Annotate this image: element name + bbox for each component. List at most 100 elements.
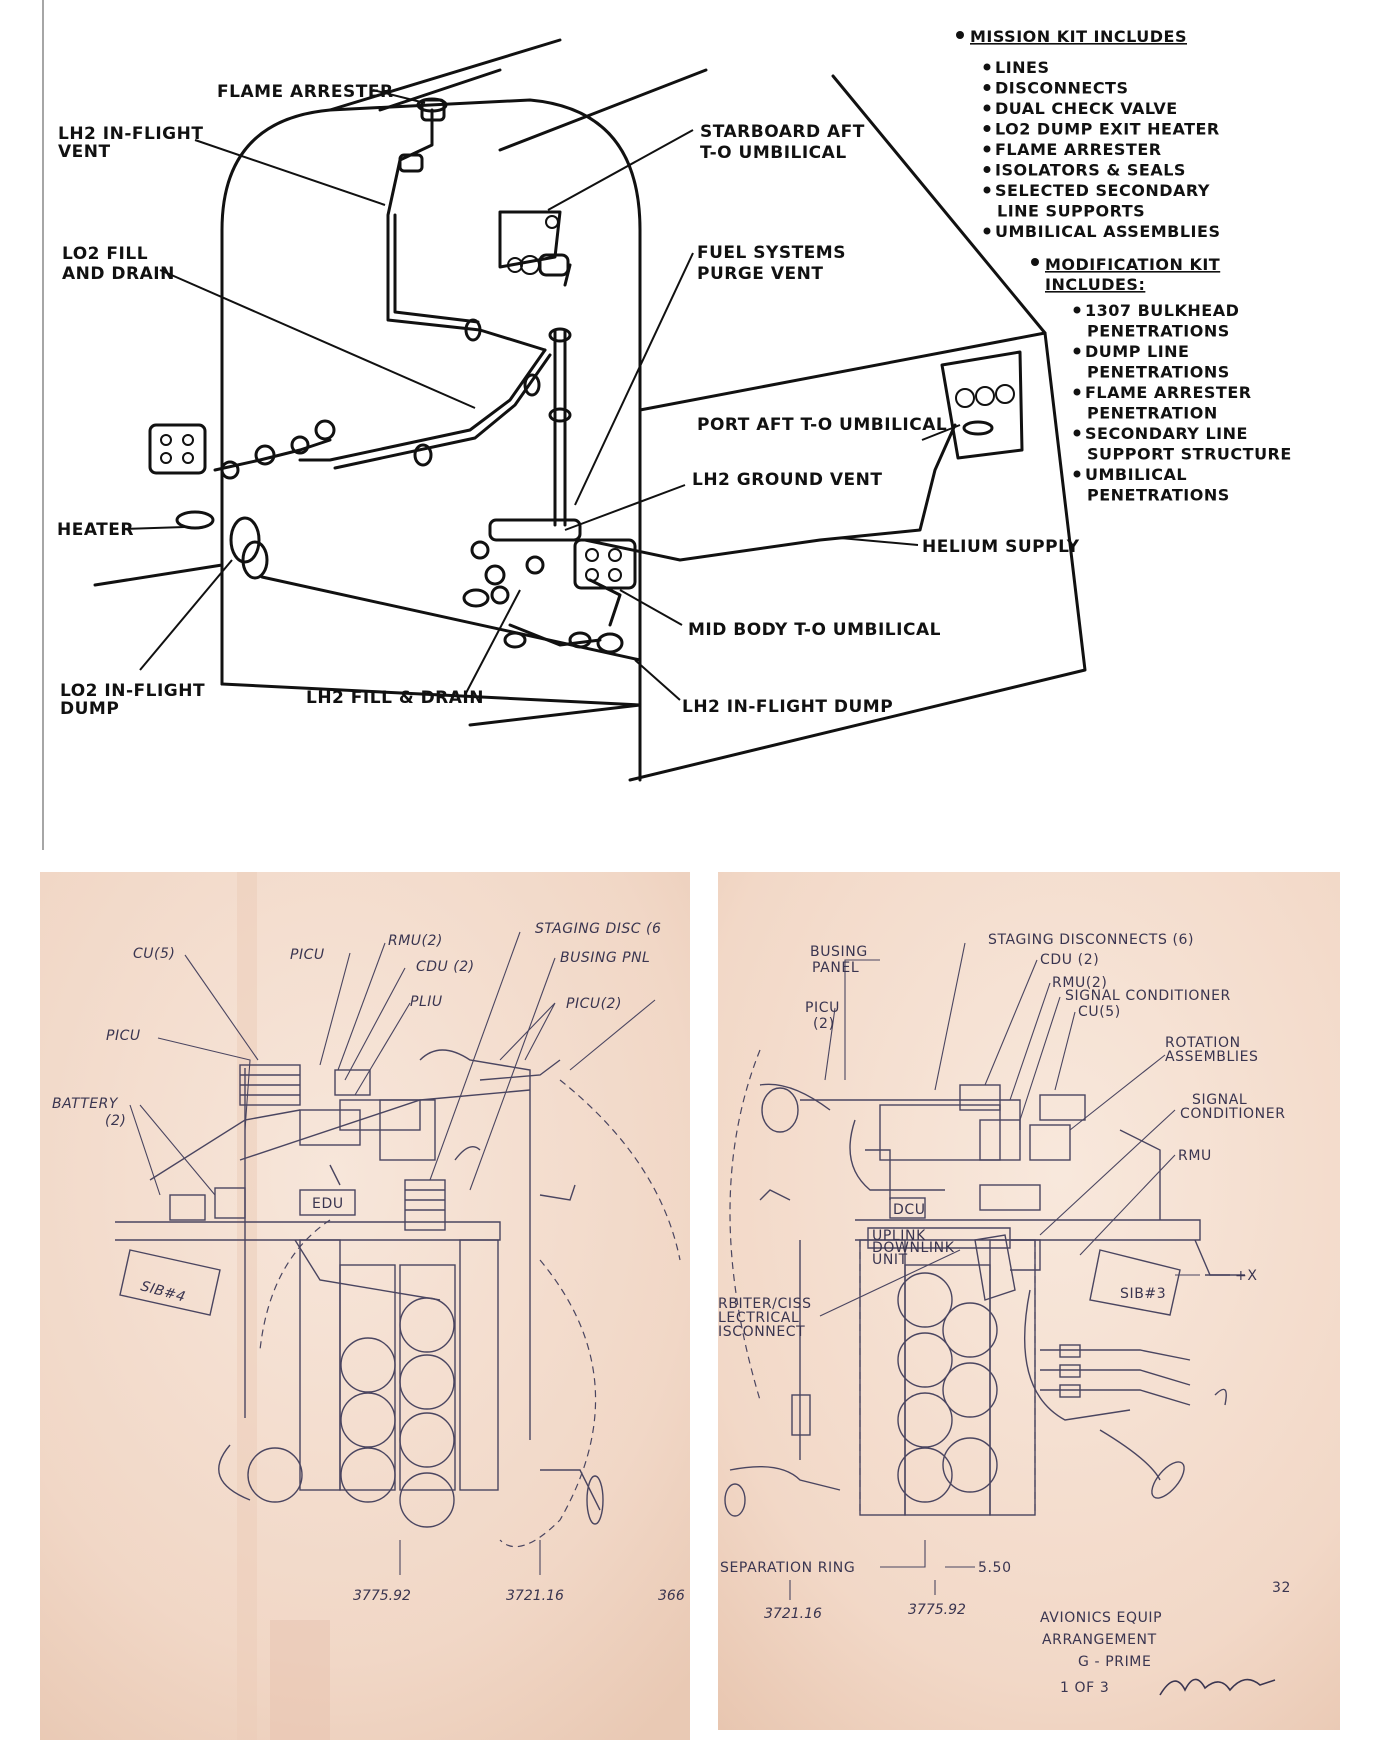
kit-list-item: UMBILICAL bbox=[1085, 465, 1187, 484]
bullet-icon bbox=[983, 104, 991, 112]
label-lo2-fill: LO2 FILL bbox=[62, 244, 148, 264]
left-leaders bbox=[129, 931, 656, 1196]
leader-lines bbox=[122, 89, 961, 701]
kit-list-item: PENETRATIONS bbox=[1087, 486, 1230, 505]
kit-list-item: PENETRATION bbox=[1087, 404, 1218, 423]
separation-ring-label: SEPARATION RING bbox=[720, 1560, 855, 1576]
title-g-prime: G - PRIME bbox=[1078, 1654, 1151, 1670]
plus-x-label: +X bbox=[1235, 1268, 1258, 1284]
kit-list-item: LINES bbox=[995, 58, 1050, 77]
label-purge-vent: PURGE VENT bbox=[697, 264, 823, 284]
dim-3721-left: 3721.16 bbox=[506, 1588, 564, 1604]
bullet-icon bbox=[1073, 429, 1081, 437]
bullet-icon bbox=[983, 125, 991, 132]
label-lh2-fill-drain: LH2 FILL & DRAIN bbox=[306, 688, 484, 708]
cdu-right-label: CDU (2) bbox=[1040, 952, 1099, 968]
mission-kit-title: MISSION KIT INCLUDES bbox=[970, 27, 1187, 46]
modification-kit-title: MODIFICATION KIT bbox=[1045, 255, 1220, 274]
picu-right-count: (2) bbox=[813, 1016, 835, 1032]
fittings bbox=[148, 97, 1024, 654]
modification-kit-list: MODIFICATION KIT INCLUDES: 1307 BULKHEAD… bbox=[1031, 255, 1291, 505]
sheet-label: 1 OF 3 bbox=[1060, 1680, 1109, 1696]
signature bbox=[1159, 1678, 1276, 1696]
signal-conditioner-label: SIGNAL CONDITIONER bbox=[1065, 988, 1231, 1004]
plumbing-lines bbox=[298, 108, 957, 647]
picu-top-label: PICU bbox=[290, 947, 325, 963]
bullet-icon bbox=[1031, 258, 1039, 266]
rotation-label: ROTATION bbox=[1165, 1035, 1241, 1051]
label-starboard-umbilical: STARBOARD AFT bbox=[700, 122, 865, 142]
scan-paper-left bbox=[40, 872, 690, 1740]
busing-panel-label-2: PANEL bbox=[812, 960, 859, 976]
kit-list-item: LINE SUPPORTS bbox=[997, 202, 1145, 221]
staging-disconnects-label: STAGING DISCONNECTS (6) bbox=[988, 932, 1194, 948]
battery-count-label: (2) bbox=[105, 1113, 126, 1129]
label-flame-arrester: FLAME ARRESTER bbox=[217, 82, 394, 102]
busing-panel-label: BUSING bbox=[810, 944, 868, 960]
label-starboard-umbilical-2: T-O UMBILICAL bbox=[700, 143, 847, 163]
bullet-icon bbox=[983, 227, 991, 235]
umbilical-plate-left bbox=[148, 423, 207, 475]
label-fuel-systems: FUEL SYSTEMS bbox=[697, 243, 846, 263]
kit-list-item: SELECTED SECONDARY bbox=[995, 181, 1210, 200]
bullet-icon bbox=[983, 166, 991, 173]
title-avionics-equip: AVIONICS EQUIP bbox=[1040, 1610, 1162, 1626]
dim-3775-left: 3775.92 bbox=[353, 1588, 411, 1604]
title-arrangement: ARRANGEMENT bbox=[1042, 1632, 1157, 1648]
mission-kit-list: MISSION KIT INCLUDES LINESDISCONNECTSDUA… bbox=[956, 27, 1220, 241]
rmu-label: RMU(2) bbox=[388, 933, 443, 949]
bullet-icon bbox=[983, 63, 991, 71]
kit-list-item: ISOLATORS & SEALS bbox=[995, 161, 1186, 180]
dim-3775-right: 3775.92 bbox=[908, 1602, 966, 1618]
cdu-label: CDU (2) bbox=[416, 959, 475, 975]
orbiter-ciss-label: RBITER/CISS bbox=[718, 1296, 812, 1312]
edu-label: EDU bbox=[312, 1196, 344, 1212]
kit-list-item: FLAME ARRESTER bbox=[995, 140, 1162, 159]
bullet-icon bbox=[956, 31, 964, 39]
sib3-label: SIB#3 bbox=[1120, 1286, 1166, 1302]
right-leaders bbox=[819, 942, 1200, 1568]
label-lo2-drain: AND DRAIN bbox=[62, 264, 175, 284]
dim-3721-right: 3721.16 bbox=[764, 1606, 822, 1622]
bullet-icon bbox=[983, 84, 991, 91]
label-lo2-inflight-dump-2: DUMP bbox=[60, 699, 119, 719]
kit-list-item: PENETRATIONS bbox=[1087, 363, 1230, 382]
scan-paper-right bbox=[718, 872, 1340, 1730]
picu-left-label: PICU bbox=[106, 1028, 141, 1044]
rmu-right-label: RMU bbox=[1178, 1148, 1212, 1164]
kit-list-item: 1307 BULKHEAD bbox=[1085, 301, 1239, 320]
staging-disc-label: STAGING DISC (6 bbox=[535, 921, 661, 937]
bullet-icon bbox=[983, 186, 991, 194]
conditioner2-label: CONDITIONER bbox=[1180, 1106, 1286, 1122]
right-structure: DCU UPLINK DOWNLINK UNIT SIB#3 bbox=[724, 1049, 1245, 1517]
uplink-downlink-box bbox=[867, 1227, 1011, 1249]
kit-list-item: DUMP LINE bbox=[1085, 342, 1189, 361]
label-lh2-ground-vent: LH2 GROUND VENT bbox=[692, 470, 882, 490]
bullet-icon bbox=[1073, 470, 1081, 478]
dcu-box bbox=[889, 1197, 926, 1219]
tank-outline bbox=[93, 38, 1087, 782]
page-number: 32 bbox=[1272, 1580, 1291, 1596]
kit-list-item: DISCONNECTS bbox=[995, 79, 1129, 98]
downlink-label: DOWNLINK bbox=[872, 1240, 955, 1256]
dim-550-label: 5.50 bbox=[978, 1560, 1012, 1576]
uplink-label: UPLINK bbox=[872, 1228, 926, 1244]
rmu2-right-label: RMU(2) bbox=[1052, 975, 1108, 991]
bullet-icon bbox=[1073, 388, 1081, 396]
label-lh2-inflight-dump: LH2 IN-FLIGHT DUMP bbox=[682, 697, 893, 717]
kit-list-item: FLAME ARRESTER bbox=[1085, 383, 1252, 402]
kit-list-item: UMBILICAL ASSEMBLIES bbox=[995, 222, 1220, 241]
bullet-icon bbox=[983, 145, 991, 153]
starboard-umbilical-plate bbox=[498, 210, 562, 269]
cu-label: CU(5) bbox=[133, 946, 175, 962]
dcu-label: DCU bbox=[893, 1202, 926, 1218]
label-mid-body-umbilical: MID BODY T-O UMBILICAL bbox=[688, 620, 941, 640]
label-lo2-inflight-dump: LO2 IN-FLIGHT bbox=[60, 681, 205, 701]
picu-right-label: PICU bbox=[805, 1000, 840, 1016]
electrical-label: LECTRICAL bbox=[718, 1310, 799, 1326]
busing-pnl-label: BUSING PNL bbox=[560, 950, 650, 966]
label-lh2-inflight-vent: LH2 IN-FLIGHT bbox=[58, 124, 203, 144]
label-heater: HEATER bbox=[57, 520, 134, 540]
unit-label: UNIT bbox=[872, 1252, 908, 1268]
